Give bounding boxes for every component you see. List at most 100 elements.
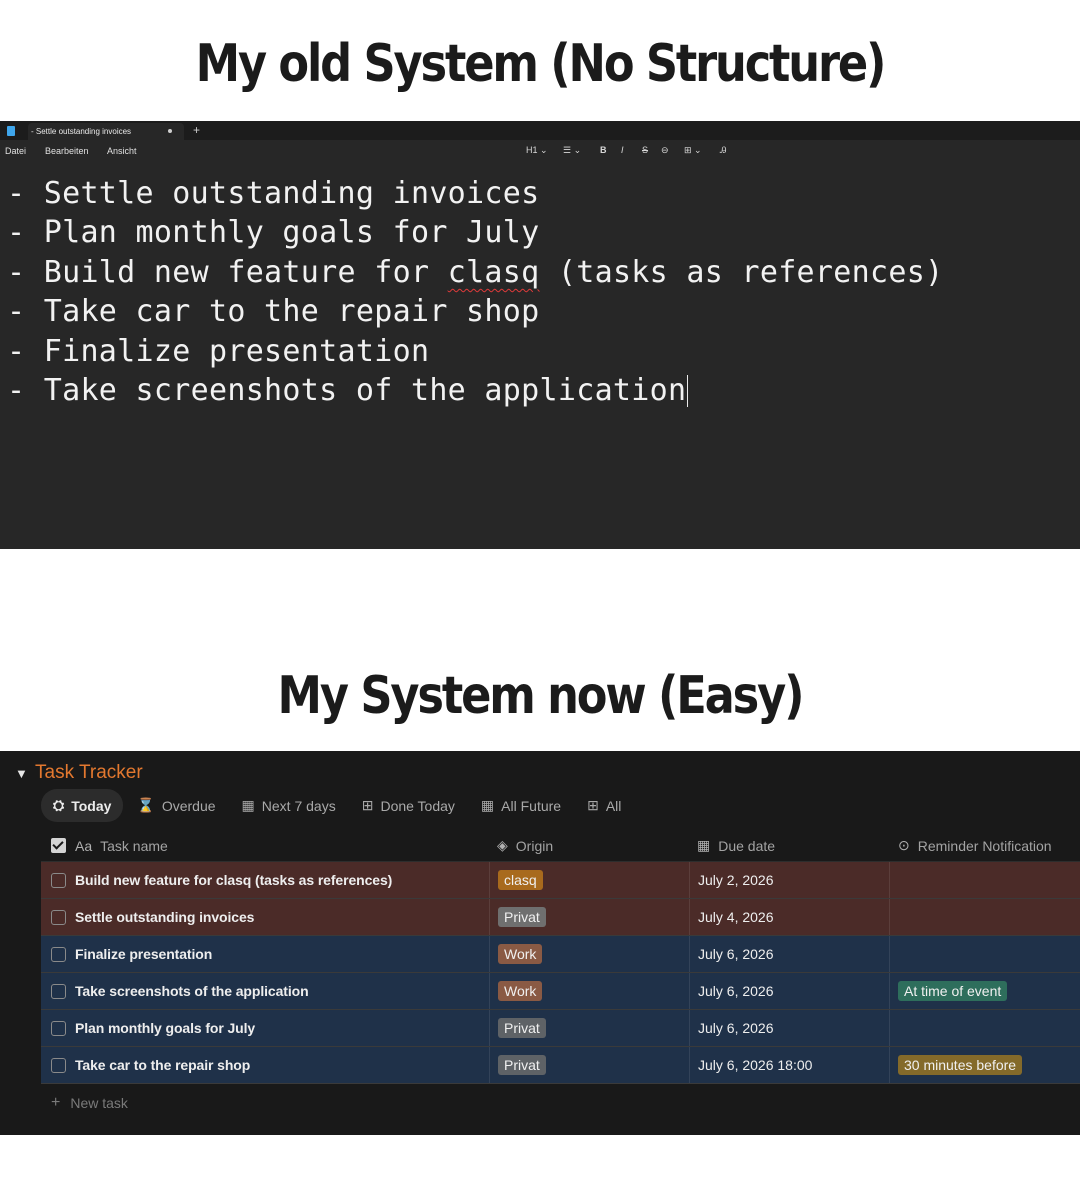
- task-name: Finalize presentation: [75, 946, 213, 962]
- table-icon: ⊞: [587, 797, 599, 813]
- table-dropdown[interactable]: ⊞ ⌄: [684, 145, 702, 155]
- table-icon: ⊞: [361, 797, 374, 813]
- notepad-tab[interactable]: - Settle outstanding invoices: [28, 123, 184, 140]
- checkbox-icon: [50, 1057, 66, 1073]
- tab-next-7-days[interactable]: ▦Next 7 days: [230, 789, 348, 822]
- notepad-text-area[interactable]: - Settle outstanding invoices - Plan mon…: [0, 162, 1080, 410]
- tab-today[interactable]: ⛭Today: [41, 789, 124, 822]
- notepad-menubar: Datei Bearbeiten Ansicht H1 ⌄ ☰ ⌄ B I S …: [0, 140, 1080, 162]
- task-name-cell[interactable]: Finalize presentation: [75, 936, 489, 972]
- origin-cell[interactable]: Privat: [489, 899, 689, 935]
- misspelled-word: clasq: [447, 254, 540, 290]
- new-task-label: New task: [70, 1095, 128, 1111]
- select-all-checkbox[interactable]: [41, 838, 75, 853]
- column-label: Due date: [718, 837, 776, 854]
- tab-all[interactable]: ⊞ All: [575, 789, 633, 822]
- origin-cell[interactable]: Work: [489, 936, 689, 972]
- task-name-cell[interactable]: Settle outstanding invoices: [75, 899, 489, 935]
- due-date-cell[interactable]: July 6, 2026: [689, 1010, 889, 1046]
- italic-button[interactable]: I: [621, 145, 624, 155]
- table-row[interactable]: Take car to the repair shop Privat July …: [41, 1047, 1080, 1084]
- column-header-origin[interactable]: ◈Origin: [489, 837, 689, 854]
- table-row[interactable]: Plan monthly goals for July Privat July …: [41, 1010, 1080, 1047]
- text-caret: [687, 375, 689, 408]
- task-checkbox[interactable]: [41, 936, 75, 972]
- note-line: - Take car to the repair shop: [7, 292, 1080, 331]
- task-name-cell[interactable]: Build new feature for clasq (tasks as re…: [75, 862, 489, 898]
- task-name-cell[interactable]: Take car to the repair shop: [75, 1047, 489, 1083]
- due-date: July 6, 2026: [698, 1020, 774, 1036]
- spellcheck-icon[interactable]: Ꭿ: [720, 145, 727, 155]
- strikethrough-button[interactable]: S: [642, 145, 649, 155]
- note-line: - Settle outstanding invoices: [7, 174, 1080, 213]
- reminder-cell[interactable]: 30 minutes before: [889, 1047, 1080, 1083]
- menu-view[interactable]: Ansicht: [107, 146, 137, 156]
- task-checkbox[interactable]: [41, 862, 75, 898]
- origin-cell[interactable]: Privat: [489, 1010, 689, 1046]
- tab-label: All: [605, 797, 622, 814]
- task-checkbox[interactable]: [41, 973, 75, 1009]
- due-date-cell[interactable]: July 6, 2026: [689, 973, 889, 1009]
- heading-dropdown[interactable]: H1 ⌄: [526, 145, 548, 155]
- origin-cell[interactable]: Work: [489, 973, 689, 1009]
- table-row[interactable]: Settle outstanding invoices Privat July …: [41, 899, 1080, 936]
- due-date: July 4, 2026: [698, 909, 774, 925]
- origin-tag: Privat: [498, 1018, 546, 1038]
- reminder-cell[interactable]: At time of event: [889, 973, 1080, 1009]
- link-icon[interactable]: ⊖: [661, 145, 669, 155]
- note-line: - Take screenshots of the application: [7, 371, 1080, 410]
- reminder-cell[interactable]: [889, 1010, 1080, 1046]
- calendar-icon: ▦: [697, 837, 711, 853]
- table-row[interactable]: Build new feature for clasq (tasks as re…: [41, 862, 1080, 899]
- notepad-tabbar: - Settle outstanding invoices +: [0, 121, 1080, 140]
- task-tracker: ▼ Task Tracker ⛭Today ⌛Overdue ▦Next 7 d…: [0, 751, 1080, 1135]
- unsaved-dot-icon[interactable]: [168, 129, 172, 133]
- tab-overdue[interactable]: ⌛Overdue: [125, 789, 227, 822]
- due-date: July 6, 2026 18:00: [698, 1057, 813, 1073]
- today-icon: ⛭: [53, 797, 65, 813]
- task-name: Settle outstanding invoices: [75, 909, 255, 925]
- task-name-cell[interactable]: Plan monthly goals for July: [75, 1010, 489, 1046]
- notepad-tab-title: - Settle outstanding invoices: [31, 127, 132, 136]
- table-row[interactable]: Finalize presentation Work July 6, 2026: [41, 936, 1080, 973]
- table-row[interactable]: Take screenshots of the application Work…: [41, 973, 1080, 1010]
- due-date-cell[interactable]: July 4, 2026: [689, 899, 889, 935]
- tracker-title[interactable]: Task Tracker: [35, 762, 143, 783]
- task-checkbox[interactable]: [41, 1047, 75, 1083]
- tab-done-today[interactable]: ⊞ Done Today: [350, 789, 467, 822]
- note-line: - Build new feature for clasq (tasks as …: [7, 253, 1080, 292]
- list-dropdown[interactable]: ☰ ⌄: [563, 145, 582, 155]
- reminder-cell[interactable]: [889, 936, 1080, 972]
- due-date-cell[interactable]: July 6, 2026: [689, 936, 889, 972]
- due-date: July 6, 2026: [698, 946, 774, 962]
- menu-edit[interactable]: Bearbeiten: [45, 146, 89, 156]
- column-header-due-date[interactable]: ▦ Due date: [689, 837, 889, 854]
- task-checkbox[interactable]: [41, 1010, 75, 1046]
- menu-file[interactable]: Datei: [5, 146, 27, 156]
- origin-cell[interactable]: clasq: [489, 862, 689, 898]
- reminder-cell[interactable]: [889, 899, 1080, 935]
- note-line-text: - Build new feature for: [7, 254, 448, 290]
- note-line-text: - Take car to the repair shop: [7, 294, 540, 330]
- task-name-cell[interactable]: Take screenshots of the application: [75, 973, 489, 1009]
- task-checkbox[interactable]: [41, 899, 75, 935]
- tab-all-future[interactable]: ▦All Future: [469, 789, 573, 822]
- reminder-cell[interactable]: [889, 862, 1080, 898]
- checkbox-icon: [50, 1020, 66, 1036]
- due-date: July 2, 2026: [698, 872, 774, 888]
- note-line-text: - Take screenshots of the application: [7, 372, 687, 408]
- tab-label: Done Today: [380, 797, 455, 814]
- bold-button[interactable]: B: [600, 145, 607, 155]
- due-date-cell[interactable]: July 2, 2026: [689, 862, 889, 898]
- column-label: Task name: [100, 837, 168, 854]
- note-line-text: - Plan monthly goals for July: [7, 215, 540, 251]
- origin-cell[interactable]: Privat: [489, 1047, 689, 1083]
- column-header-reminder[interactable]: ⊙Reminder Notification: [889, 837, 1080, 854]
- new-task-button[interactable]: + New task: [41, 1084, 1080, 1122]
- origin-tag: Work: [498, 981, 543, 1001]
- due-date-cell[interactable]: July 6, 2026 18:00: [689, 1047, 889, 1083]
- add-tab-button[interactable]: +: [193, 123, 201, 137]
- collapse-triangle-icon[interactable]: ▼: [15, 765, 28, 781]
